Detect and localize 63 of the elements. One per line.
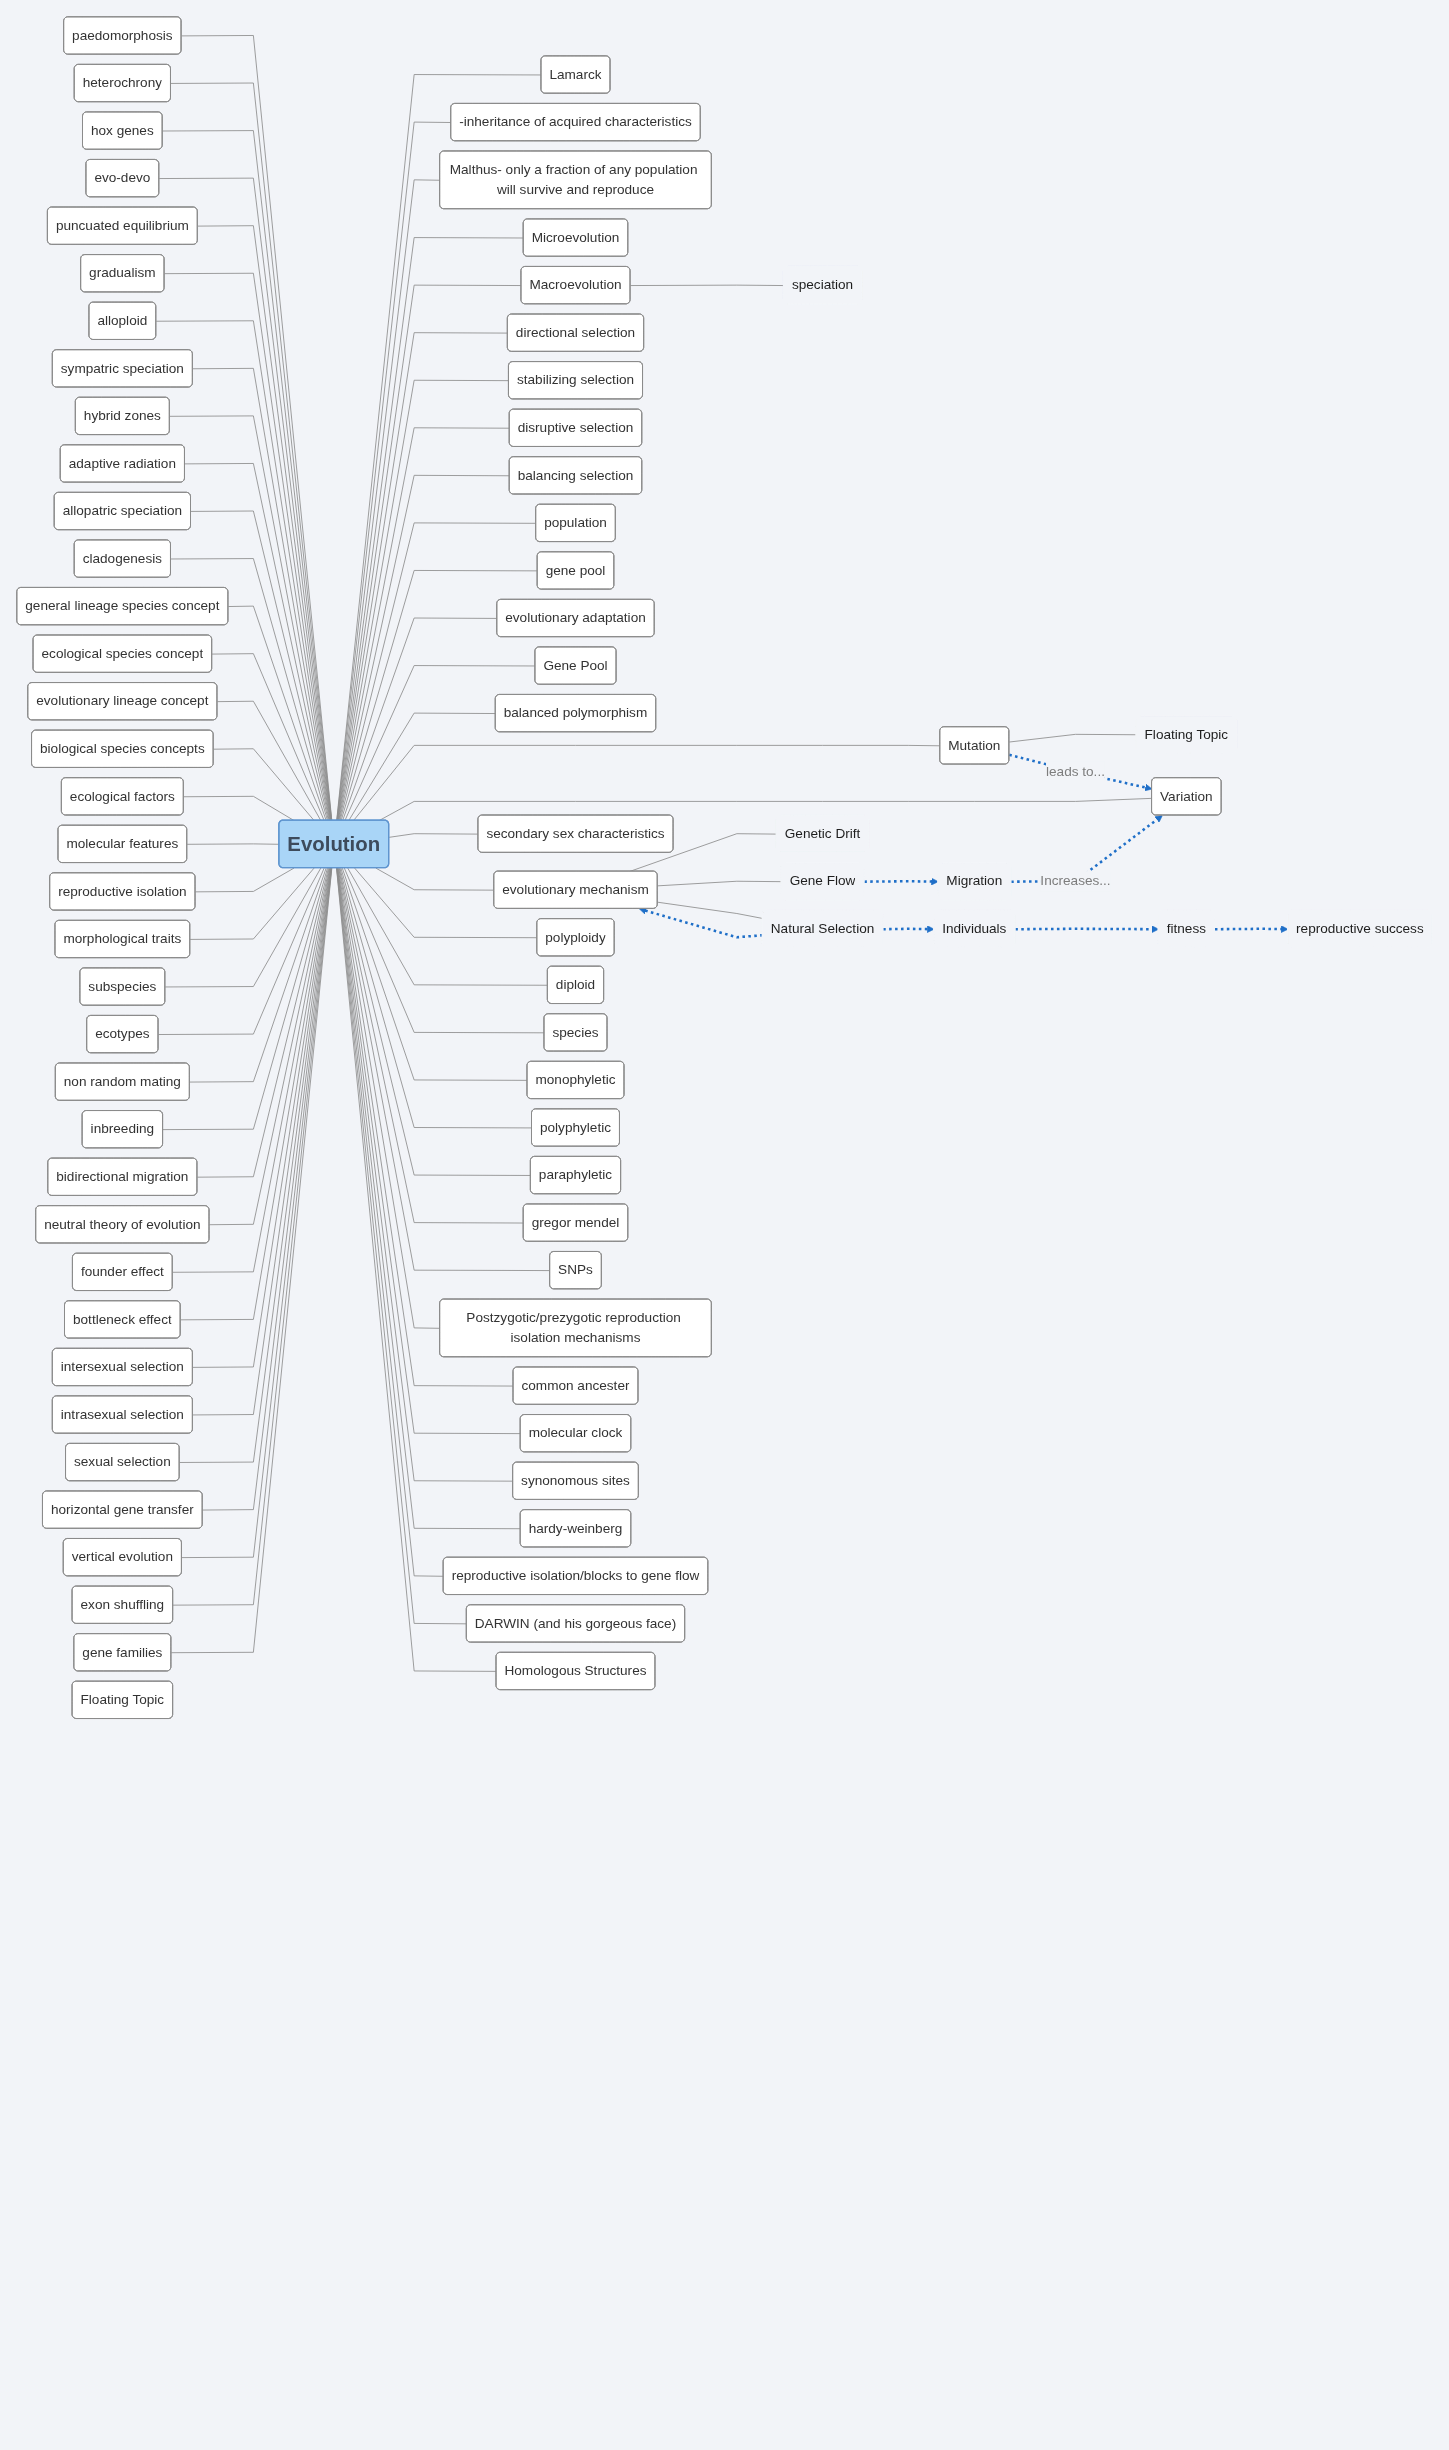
connector (344, 665, 536, 821)
connector (354, 867, 538, 939)
connector (338, 867, 551, 1271)
node-text: Natural Selection (770, 921, 875, 936)
connector (192, 367, 331, 821)
node-text: speciation (791, 277, 854, 292)
connector (336, 74, 542, 821)
arrow (1008, 753, 1153, 792)
node-text: Gene Flow (789, 873, 856, 889)
connector (348, 712, 497, 821)
connector (339, 522, 537, 821)
arrow (864, 877, 939, 886)
connector (209, 867, 330, 1226)
connector (657, 901, 764, 919)
connector (195, 867, 295, 893)
connector (170, 558, 328, 821)
connector (213, 748, 315, 821)
connector (336, 867, 497, 1672)
arrow (638, 907, 763, 939)
connector (189, 867, 327, 1083)
arrow (1214, 925, 1289, 933)
node-text: fitness (1166, 921, 1206, 936)
connector (343, 867, 545, 1034)
connector (1008, 733, 1137, 743)
node-text: reproductive success (1296, 921, 1424, 936)
connector (336, 867, 444, 1577)
connector (337, 867, 441, 1329)
connector (183, 795, 295, 821)
connector (375, 867, 495, 891)
connector (630, 284, 785, 286)
connector (338, 867, 525, 1224)
node-text: Individuals (942, 921, 1007, 936)
arrow (883, 925, 935, 933)
connector (190, 510, 329, 821)
connector (341, 867, 528, 1081)
node-text: Genetic Drift (784, 826, 861, 841)
connector (164, 867, 322, 988)
connector (196, 867, 329, 1178)
connector (353, 744, 941, 821)
connector (216, 700, 322, 821)
connector (162, 867, 328, 1131)
connector (197, 225, 332, 821)
connector (342, 617, 498, 821)
edge-label: leads to... (1046, 764, 1105, 779)
connector (184, 463, 330, 821)
connector (347, 867, 549, 986)
connector (227, 605, 327, 821)
connector (339, 867, 532, 1176)
connector (336, 121, 452, 821)
connector (211, 653, 325, 821)
connector (388, 833, 479, 838)
node-text: Floating Topic (1144, 726, 1229, 742)
connector (189, 867, 315, 940)
connector (158, 867, 325, 1035)
connector (657, 880, 783, 887)
arrow (1015, 925, 1159, 933)
connector (336, 867, 468, 1625)
connector (340, 570, 538, 821)
connector (202, 867, 332, 1511)
connector (169, 415, 331, 821)
edge-label: Increases... (1040, 873, 1111, 889)
node-text: Migration (946, 873, 1003, 889)
connector (340, 867, 533, 1129)
